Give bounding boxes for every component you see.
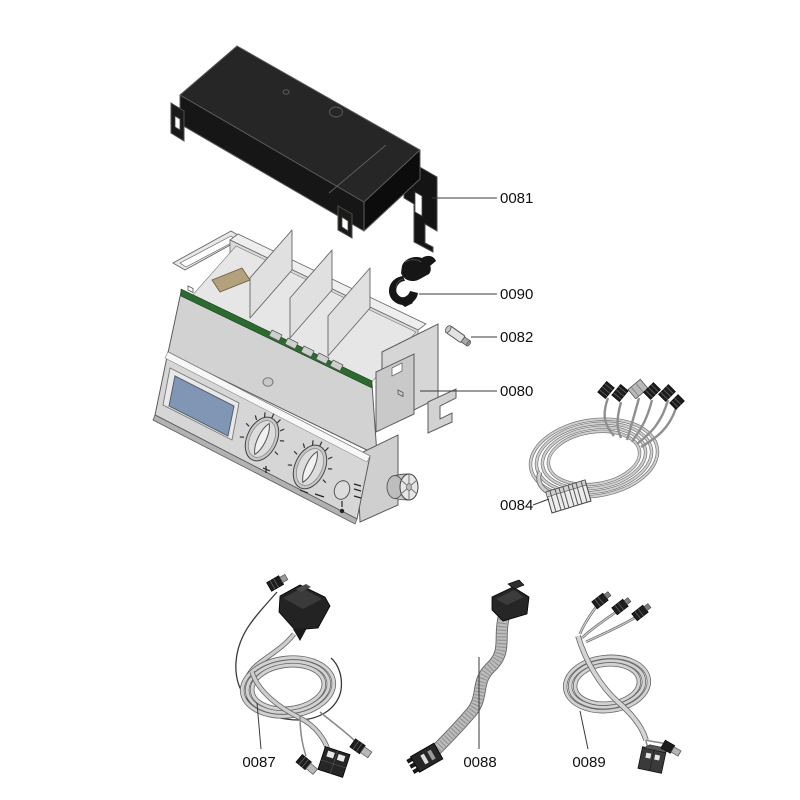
panel-button (333, 480, 351, 500)
cover-hole-small (282, 89, 290, 95)
leader-0089 (579, 710, 589, 750)
label-0090: 0090 (500, 286, 533, 303)
clamp-fin (422, 255, 436, 266)
callouts: 0081 0090 0082 0080 0084 0087 0088 0089 (242, 190, 605, 771)
cover-end-face (364, 150, 420, 231)
chassis-clip-mark (187, 285, 194, 294)
ribbon-edge (429, 614, 510, 757)
label-0088: 0088 (463, 754, 496, 771)
ribbon-weave (430, 614, 509, 756)
label-0081: 0081 (500, 190, 533, 207)
part-clamp-0090 (389, 255, 436, 307)
encoder-knob (386, 473, 419, 501)
chassis-fin-1 (249, 229, 293, 319)
harness-0089-terminal-1 (591, 591, 612, 610)
panel-button-dot (339, 508, 345, 514)
cover-left-tab-slot (174, 115, 181, 131)
ribbon-bottom-connector (406, 742, 444, 774)
knob-2 (287, 440, 333, 490)
chassis-clip-mark-right (397, 389, 404, 398)
display-window (168, 375, 235, 437)
panel-top-bevel (164, 351, 371, 463)
harness-0089-coil (562, 654, 652, 714)
harness-0089-block (637, 744, 672, 774)
chassis-right-plate-front (375, 353, 415, 433)
knob-2-ticks (287, 440, 333, 484)
part-cable-0087 (235, 573, 373, 778)
chassis-screw-hole (262, 377, 274, 387)
ribbon-top-connector (491, 579, 530, 622)
chassis-right-plate-slot (391, 362, 403, 377)
harness-0089-terminal-3 (631, 603, 652, 622)
chassis-pcb-component (211, 267, 251, 293)
clamp-body (389, 276, 418, 305)
cover-top-face (180, 46, 420, 202)
cable-0087-top-terminal (266, 573, 289, 592)
cover-bottom-tab-slot (341, 216, 349, 232)
cable-0087-plug (278, 584, 331, 641)
cable-0087-end-wires (299, 711, 357, 757)
cover-edges (179, 45, 421, 232)
panel-bottom-side (152, 414, 358, 525)
harness-0089-trunk (576, 635, 648, 741)
pin-tip-end (466, 340, 472, 347)
harness-0084-wires (603, 397, 678, 449)
pin-head (444, 325, 452, 334)
cable-0087-block-connector (317, 746, 351, 778)
part-chassis-0080 (152, 229, 457, 525)
knob-1-grip (254, 422, 270, 456)
chassis-hook (427, 388, 457, 434)
clamp-foot (396, 297, 413, 307)
label-0084: 0084 (500, 497, 533, 514)
cable-0087-spade-2 (349, 738, 373, 759)
label-0082: 0082 (500, 329, 533, 346)
knob-1 (239, 412, 285, 462)
leader-0087 (256, 702, 262, 750)
label-0080: 0080 (500, 383, 533, 400)
chassis-fin-3 (327, 267, 371, 357)
leader-0084 (532, 498, 550, 506)
part-harness-0084 (528, 378, 685, 514)
ribbon-body (430, 614, 509, 756)
harness-0089-terminal-2 (611, 597, 632, 616)
knob-1-ticks (239, 412, 285, 456)
knob-2-grip (302, 450, 318, 484)
part-harness-0089 (562, 591, 682, 774)
clamp-cap (401, 256, 431, 282)
cable-0087-spade-1 (295, 753, 318, 775)
clamp-highlight (395, 259, 422, 289)
harness-0084-terminals (597, 378, 685, 410)
chassis-fin-2 (289, 249, 333, 339)
part-cover-0081 (170, 45, 438, 253)
harness-0089-top-wires (578, 606, 637, 644)
harness-0084-coil (528, 417, 660, 499)
part-ribbon-0088 (406, 579, 530, 774)
cover-front-face (180, 95, 364, 231)
panel-symbols (262, 466, 362, 499)
label-0089: 0089 (572, 754, 605, 771)
chassis-pcb-connectors (268, 329, 344, 372)
encoder-hub (406, 483, 412, 491)
cover-flange-slot (414, 191, 423, 217)
part-pin-0082 (444, 325, 472, 347)
cover-hole-large (329, 106, 343, 118)
label-0087: 0087 (242, 754, 275, 771)
harness-0089-spade (660, 739, 682, 757)
harness-0084-connector (545, 479, 592, 514)
